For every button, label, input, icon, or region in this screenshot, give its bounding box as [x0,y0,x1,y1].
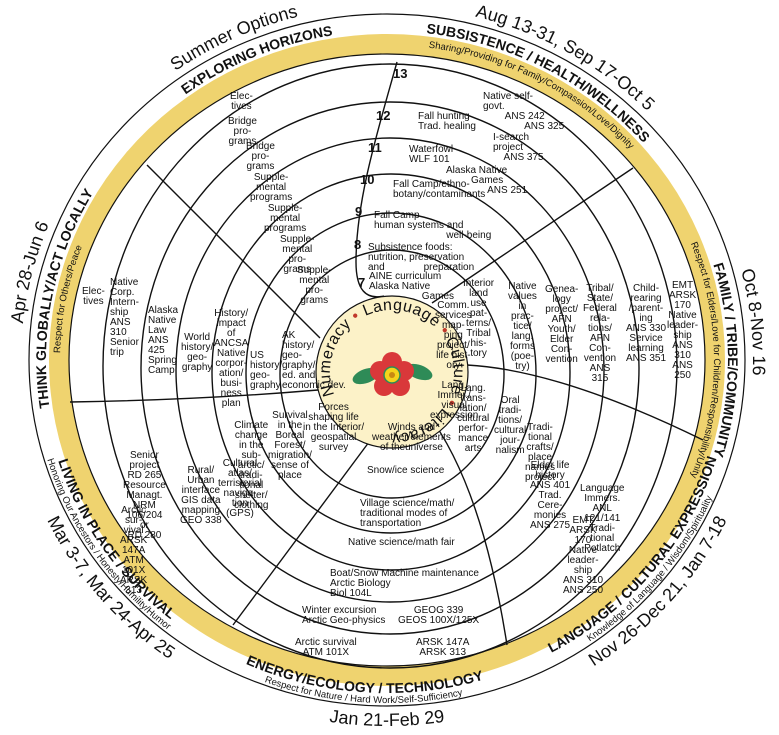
cell: Supple- mental pro- grams [280,234,315,275]
ring-10 [211,173,571,571]
grade-13: 13 [393,66,408,81]
cell: Lang. trans- lation/ cultural perfor- ma… [457,383,490,454]
cell: Forces shaping life in the Interior/ geo… [303,402,365,453]
band-outer-edge [28,13,746,707]
cell: Arctic survival ATM 101X [295,637,357,658]
divider-left [69,389,319,403]
cell: Supple- mental programs [264,203,307,234]
cell: GEOG 339 GEOS 100X/125X [398,605,480,626]
cell: Language Immers. ANL 121/141 Tradi- tion… [580,483,625,554]
section-dates-right: Oct 8-Nov 16 [737,266,769,376]
cell: Fall hunting Trad. healing [418,111,476,132]
cell: Winter excursion Arctic Geo-physics [302,605,386,626]
cell: Native Corp. Intern- ship ANS 310 Senior… [110,277,139,358]
cell: Interior land use pat- terns/ Tribal his… [463,278,495,359]
cell: Alaska Native Law ANS 425 Spring Camp [148,305,179,376]
section-dates-bottom-text: Jan 21-Feb 29 [329,706,446,730]
cell: Child- rearing /parent- ing ANS 330 Serv… [626,283,667,364]
ring-13 [102,63,678,669]
cell: Alaska Native Games ANS 251 [446,165,528,196]
divider-upper-left [146,164,321,339]
cell: Tribal/ State/ Federal rela- tions/ AFN … [583,283,617,384]
grade-8: 8 [354,237,362,252]
cell: Rural/ Urban interface GIS data mapping … [180,465,222,526]
cell: Native values in prac- tice/ lang. forms… [508,281,537,372]
cell: Subsistence foods: nutrition, preservati… [368,242,475,273]
ring-8 [279,249,505,499]
cell: Bridge pro- grams [228,116,257,147]
cell: Arctic sur- vival ARSK 147A ATM 101X ARS… [120,505,148,596]
ring-11 [175,137,605,603]
cell: I-search project ANS 375 [493,132,544,163]
grade-10: 10 [360,172,375,187]
cell: Elec- tives [82,286,105,307]
cell: Native science/math fair [348,537,455,548]
cell: Supple- mental pro- grams [297,265,332,306]
cell: Village science/math/ traditional modes … [360,498,455,529]
grade-rings [102,63,678,669]
cell: Native self- govt. ANS 242 ANS 325 [483,91,565,132]
cell: Climate change in the sub- arctic/ tradi… [234,420,269,511]
cell: Elec- tives [230,91,253,112]
cell: Tradi- tional crafts/ place names projec… [525,422,556,483]
section-dates-right-text: Oct 8-Nov 16 [737,266,769,376]
grade-7: 7 [358,275,366,290]
cell: Senior project RD 265 Resource Managt. N… [123,450,166,541]
cell: Winds and weather/elements of theunivers… [372,422,451,453]
cell: Waterfowl WLF 101 [409,144,454,165]
cell: Elder life history ANS 401 Trad. Cere- m… [530,460,571,531]
section-dates-bottom: Jan 21-Feb 29 [329,706,446,730]
divider-bottom-left [232,437,373,626]
cell: Boat/Snow Machine maintenance Arctic Bio… [330,568,479,599]
grade-spiral-line [355,61,398,298]
cell: EMT ARSK 170 Native leader- ship ANS 310… [667,280,699,381]
cell: Oral tradi- tions/ cultural jour- nalism [494,395,527,456]
cell: Bridge pro- grams [246,141,275,172]
cell: Fall Camp human systems and well-being [374,210,492,241]
cell: Lang. Immer./ visual expression [430,380,479,421]
grade-12: 12 [376,108,391,123]
cell: AK history/ geo- graphy/ ed. and economi… [282,330,346,391]
ring-9 [245,212,537,534]
cell: ARSK 147A ARSK 313 [416,637,470,658]
cell: Survival in the Boreal Forest/ migration… [268,410,312,481]
divider-right [466,364,704,441]
cell: EMT ARSK 170 Native leader- ship ANS 310… [563,515,604,596]
section-dividers [69,61,704,646]
cell: US history/ geo- graphy [250,350,283,391]
separator-dot: • [440,392,463,415]
divider-upper-right [431,167,634,304]
cell: Cultural atlas/ terristerial naviga- tio… [218,458,262,519]
cell: Comm. services map- ping project/ life h… [435,300,472,371]
flower-icon [352,352,433,396]
cell: AINE curriculum Alaska Native Games [369,271,455,302]
grade-9: 9 [355,204,363,219]
ring-12 [140,101,640,635]
cell: Supple- mental programs [250,172,293,203]
grade-11: 11 [368,140,382,155]
cell: Snow/ice science [367,465,445,476]
divider-bottom-right [426,412,508,646]
cell: Fall Camp/ethno- botany/contaminants [393,179,486,200]
cell: World history/ geo- graphy [181,332,214,373]
cell: Genea- logy project/ AFN Youth/ Elder Co… [545,284,579,365]
cell: History/ impact of ANCSA Native corpor- … [214,308,249,409]
